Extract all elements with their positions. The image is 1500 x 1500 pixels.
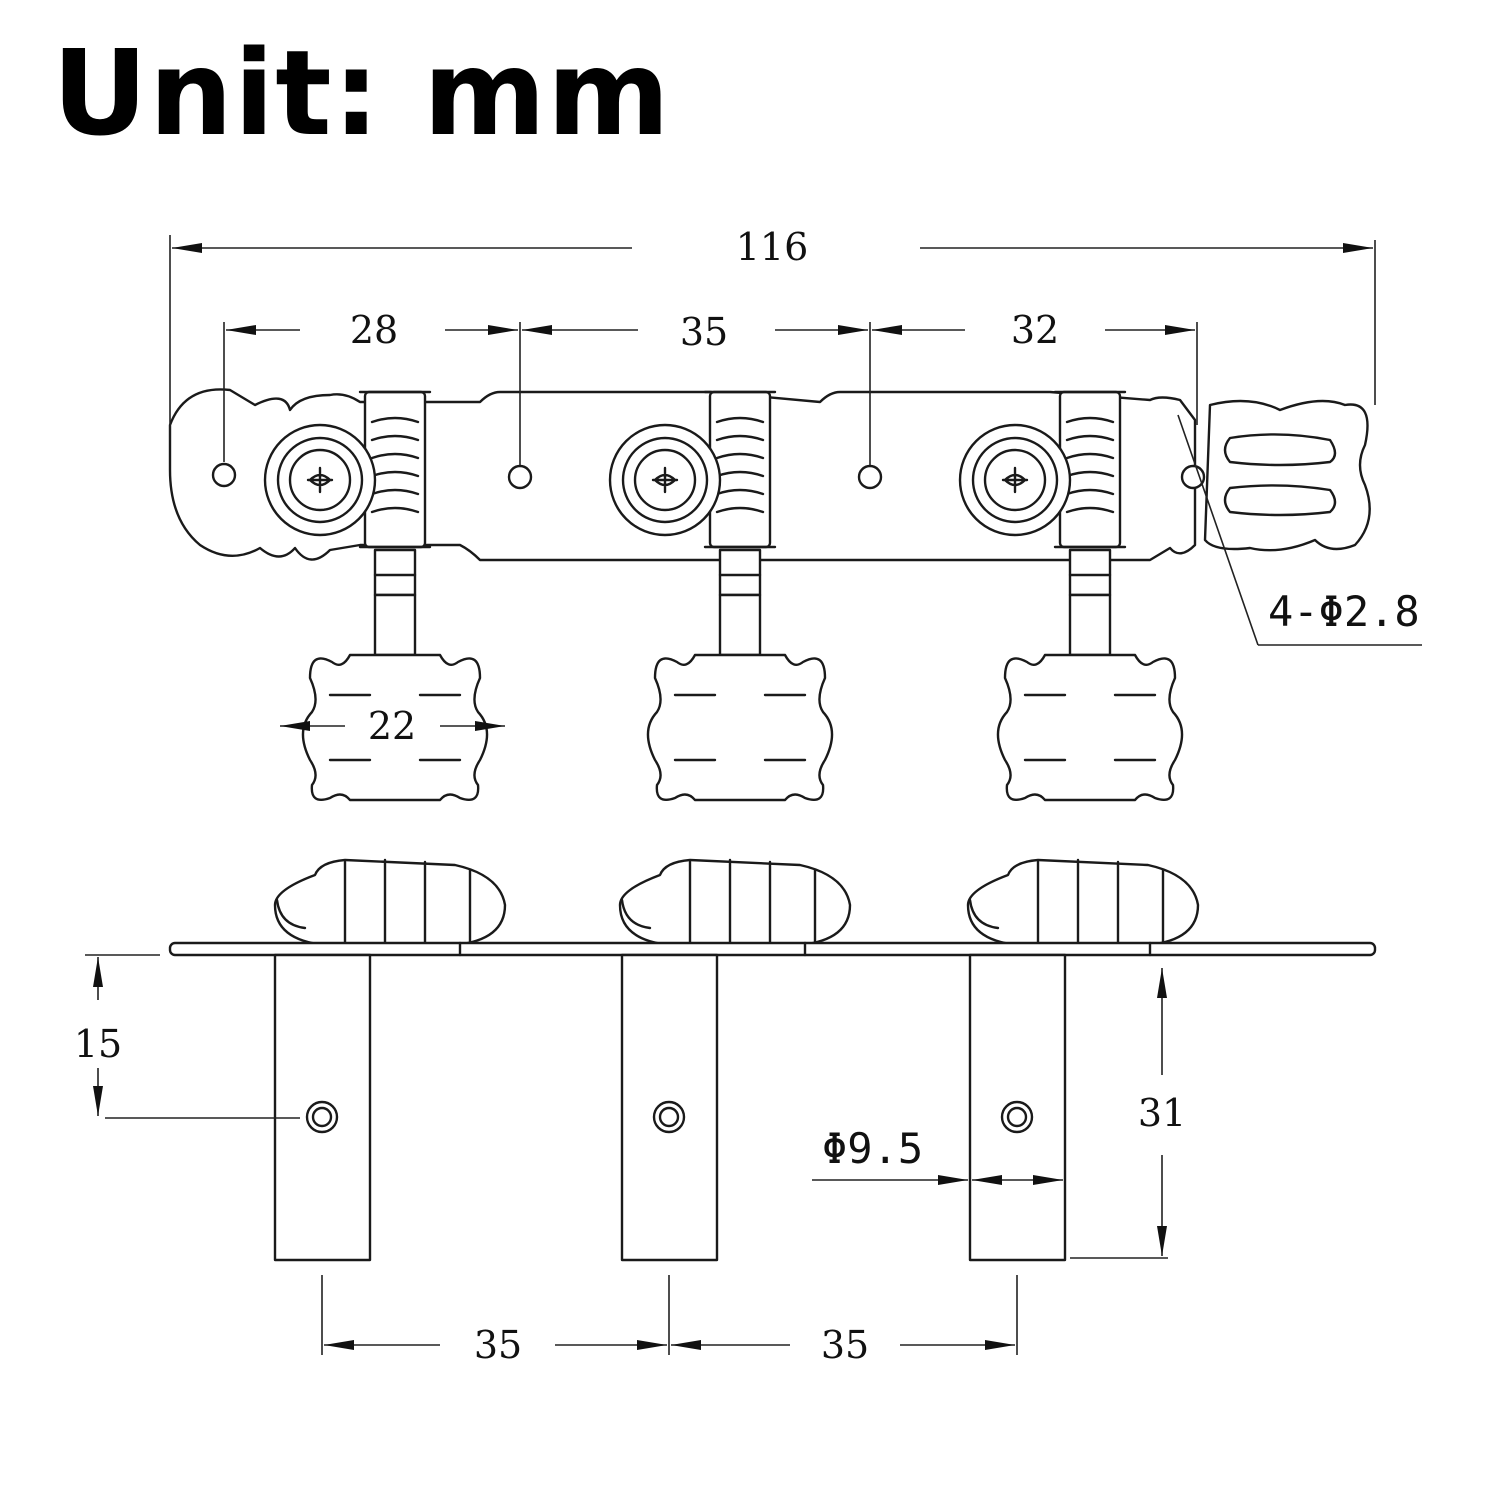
mounting-hole-1 xyxy=(211,462,237,488)
dim-roller-spacing-2: 35 xyxy=(821,1323,869,1367)
dim-roller-to-hole: 15 xyxy=(74,1022,122,1066)
dim-mounting-holes: 4-Φ2.8 xyxy=(1268,587,1420,636)
mounting-hole-3 xyxy=(857,464,883,490)
mounting-hole-2 xyxy=(507,464,533,490)
mounting-hole-4 xyxy=(1180,464,1206,490)
dim-roller-length: 31 xyxy=(1138,1091,1186,1135)
unit-title: Unit: mm xyxy=(52,24,671,162)
dim-roller-spacing-1: 35 xyxy=(474,1323,522,1367)
knob-side-3 xyxy=(966,858,1200,947)
base-plate-edge xyxy=(168,941,1377,957)
end-flourish xyxy=(1203,399,1371,552)
dim-roller-diameter: Φ9.5 xyxy=(822,1124,923,1173)
knob-side-2 xyxy=(618,858,852,947)
dim-post-2-to-3: 32 xyxy=(1011,308,1059,352)
dim-hole-to-post-1: 28 xyxy=(350,308,398,352)
dim-knob-width: 22 xyxy=(368,704,416,748)
dim-post-1-to-2: 35 xyxy=(680,310,728,354)
knob-side-1 xyxy=(273,858,507,947)
dim-overall-length: 116 xyxy=(736,225,809,269)
